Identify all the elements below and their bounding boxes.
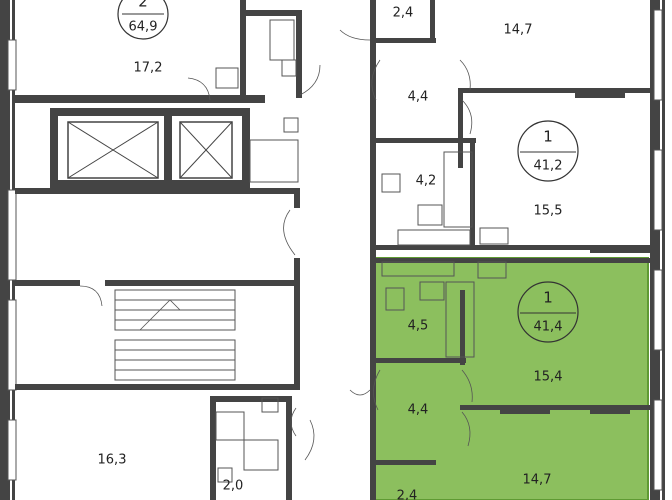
room-label-bath-highlighted: 4,5	[408, 319, 429, 334]
badge-number: 2	[138, 0, 148, 11]
top-left-apartment-walls	[15, 0, 321, 133]
room-label-top-left: 17,2	[134, 61, 163, 76]
apartment-badge-highlighted[interactable]: 1 41,4	[517, 281, 579, 343]
room-label-hall-highlighted: 4,4	[408, 403, 429, 418]
stairwell	[15, 188, 300, 390]
room-label-top-right: 14,7	[504, 23, 533, 38]
apartment-badge-top-left[interactable]: 2 64,9	[117, 0, 169, 40]
badge-area: 41,2	[534, 159, 563, 174]
apartment-badge-upper-right[interactable]: 1 41,2	[517, 120, 579, 182]
badge-number: 1	[543, 289, 553, 307]
room-label-bottom-small: 2,4	[397, 489, 418, 500]
room-labels: 17,2 2,4 14,7 4,4 4,2 15,5 4,5 15,4 4,4 …	[98, 6, 563, 500]
room-label-top-small: 2,4	[393, 6, 414, 21]
badge-area: 41,4	[534, 320, 563, 335]
central-corridor-walls	[304, 0, 376, 500]
room-label-hall-upper-right: 4,4	[408, 90, 429, 105]
bottom-left-area	[210, 396, 297, 500]
room-label-room-bottom-right: 14,7	[523, 473, 552, 488]
upper-right-apartment-walls	[371, 0, 650, 253]
badge-area: 64,9	[129, 20, 158, 35]
room-label-bottom-left: 16,3	[98, 453, 127, 468]
room-label-room-highlighted: 15,4	[534, 370, 563, 385]
badge-number: 1	[543, 128, 553, 146]
highlighted-apartment-walls	[373, 258, 650, 465]
elevator-block	[50, 108, 299, 188]
room-label-bath-upper-right: 4,2	[416, 174, 437, 189]
room-label-bottom-wc: 2,0	[223, 479, 244, 494]
room-label-room-upper-right: 15,5	[534, 204, 563, 219]
